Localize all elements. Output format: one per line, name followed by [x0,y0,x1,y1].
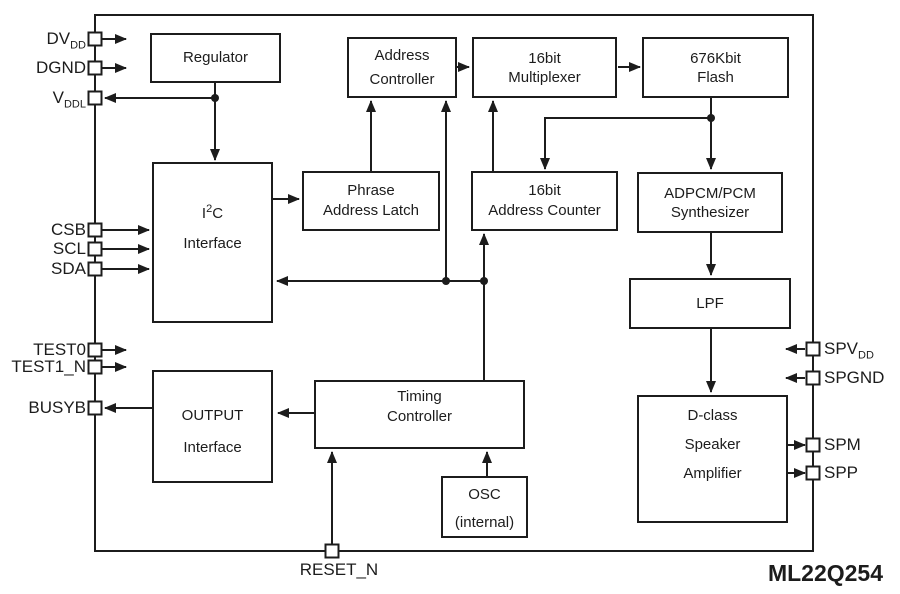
block-label: Synthesizer [670,203,750,221]
pin-spgnd [805,370,821,386]
pin-vddl [87,90,103,106]
pin-label-spvdd: SPVDD [824,339,874,362]
block-adpcm-pcm-synthesizer: ADPCM/PCM Synthesizer [637,172,783,233]
pin-label-test0: TEST0 [33,340,86,359]
block-timing-controller: Timing Controller [314,380,525,449]
pin-test0 [87,342,103,358]
block-i2c-interface: I2C Interface [152,162,273,323]
pin-label-scl: SCL [52,239,86,258]
block-label: Multiplexer [508,68,581,86]
pin-label-test1-n: TEST1_N [11,357,86,376]
block-16bit-address-counter: 16bit Address Counter [471,171,618,231]
junction-dot [442,277,450,285]
block-lpf: LPF [629,278,791,329]
pin-csb [87,222,103,238]
block-label: ADPCM/PCM [664,184,756,202]
junction-dot [211,94,219,102]
block-label: LPF [696,294,724,312]
block-label: Address [374,46,430,64]
block-label: (internal) [454,514,515,531]
block-label: Timing [397,388,442,405]
pin-dvdd [87,31,103,47]
pin-scl [87,241,103,257]
block-phrase-address-latch: Phrase Address Latch [302,171,440,231]
pin-label-csb: CSB [51,220,86,239]
pin-label-dvdd: DVDD [46,29,86,52]
pin-sda [87,261,103,277]
block-label: Interface [183,439,242,456]
pin-label-reset-n: RESET_N [299,560,379,579]
pin-spm [805,437,821,453]
block-label: OSC [468,486,501,503]
block-label: OUTPUT [181,407,244,424]
pin-test1n [87,359,103,375]
pin-resetn [324,543,340,559]
block-osc-internal: OSC (internal) [441,476,528,538]
block-label: Controller [369,70,435,88]
block-output-interface: OUTPUT Interface [152,370,273,483]
pin-label-sda: SDA [51,259,86,278]
block-label: Regulator [182,49,249,66]
pin-label-spgnd: SPGND [824,368,885,387]
pin-dgnd [87,60,103,76]
block-label: Phrase [347,182,395,199]
block-label: Address Counter [488,202,601,219]
junction-dot [480,277,488,285]
block-dclass-speaker-amplifier: D-class Speaker Amplifier [637,395,788,523]
pin-label-spm: SPM [824,435,861,454]
chip-boundary [94,14,814,552]
pin-label-spp: SPP [824,463,859,482]
block-label: Amplifier [683,465,742,482]
block-label: Flash [697,68,734,86]
block-label: Controller [386,408,453,425]
block-label: 676Kbit [690,49,741,67]
pin-spp [805,465,821,481]
junction-dot [707,114,715,122]
block-16bit-multiplexer: 16bit Multiplexer [472,37,617,98]
block-regulator: Regulator [150,33,281,83]
block-label: I2C [201,203,224,222]
block-address-controller: Address Controller [347,37,457,98]
pin-label-vddl: VDDL [52,88,86,111]
part-number: ML22Q254 [767,560,883,586]
pin-spvdd [805,341,821,357]
pin-busyb [87,400,103,416]
pin-label-busyb: BUSYB [28,398,86,417]
block-label: 16bit [528,182,561,199]
pin-label-dgnd: DGND [35,58,86,77]
block-label: D-class [687,407,738,424]
block-label: Address Latch [323,202,419,219]
block-label: Speaker [684,436,741,453]
wire-flash-to-address-counter [540,117,711,170]
block-flash: 676Kbit Flash [642,37,789,98]
block-label: Interface [183,235,242,252]
block-label: 16bit [528,49,561,67]
